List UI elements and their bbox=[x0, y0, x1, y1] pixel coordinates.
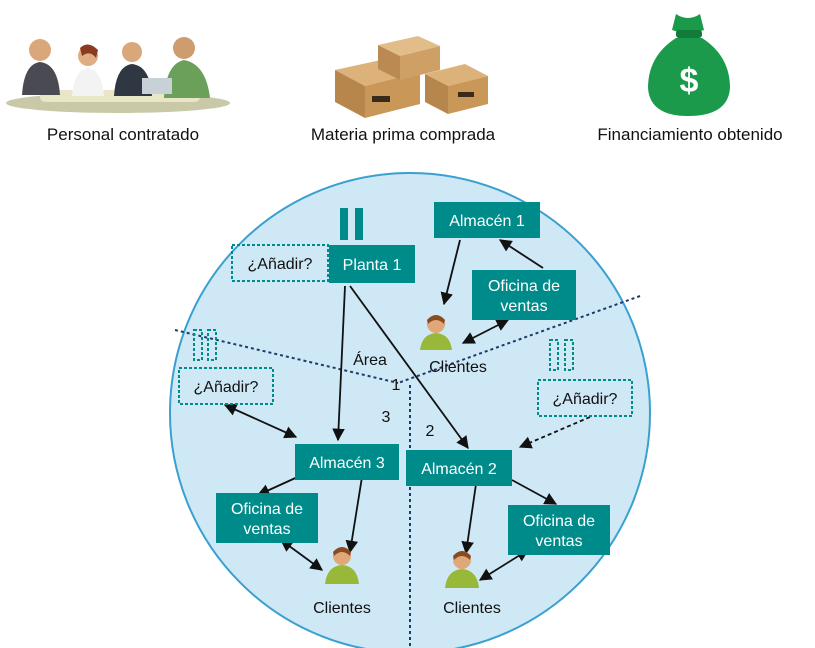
area-label: Área bbox=[353, 350, 387, 369]
candidate-label: ¿Añadir? bbox=[553, 391, 618, 408]
flow-arrows bbox=[223, 239, 591, 581]
candidate-label: ¿Añadir? bbox=[194, 379, 259, 396]
business-people-icon bbox=[6, 37, 230, 113]
area-number-1: 1 bbox=[392, 377, 401, 394]
candidate-plant-top: ¿Añadir? bbox=[231, 244, 329, 282]
sales-office-line2: ventas bbox=[243, 521, 290, 538]
money-bag-icon bbox=[648, 14, 730, 116]
customer-icon bbox=[325, 547, 359, 584]
area-number-2: 2 bbox=[426, 423, 435, 440]
chimney-icon bbox=[340, 208, 348, 240]
sales-office-line2: ventas bbox=[500, 298, 547, 315]
sales-office-line1: Oficina de bbox=[523, 513, 595, 530]
customers-label: Clientes bbox=[313, 600, 371, 617]
resource-label-materia: Materia prima comprada bbox=[311, 125, 496, 144]
customer-icon bbox=[445, 551, 479, 588]
plant-1: Planta 1 bbox=[329, 208, 415, 283]
dollar-sign: $ bbox=[680, 62, 699, 100]
customers-label: Clientes bbox=[443, 600, 501, 617]
candidate-plant-left: ¿Añadir? bbox=[178, 329, 274, 405]
chimney-icon bbox=[193, 329, 203, 361]
warehouse-2: Almacén 2 bbox=[406, 450, 512, 486]
candidate-label: ¿Añadir? bbox=[248, 256, 313, 273]
warehouse-3: Almacén 3 bbox=[295, 444, 399, 480]
plant-1-label: Planta 1 bbox=[343, 257, 402, 274]
chimney-icon bbox=[549, 339, 559, 371]
chimney-icon bbox=[564, 339, 574, 371]
sales-office-2: Oficina de ventas bbox=[508, 505, 610, 555]
warehouse-2-label: Almacén 2 bbox=[421, 461, 497, 478]
candidate-plant-right: ¿Añadir? bbox=[537, 339, 633, 417]
chimney-icon bbox=[207, 329, 217, 361]
sales-office-line2: ventas bbox=[535, 533, 582, 550]
sales-office-1: Oficina de ventas bbox=[472, 270, 576, 320]
warehouse-3-label: Almacén 3 bbox=[309, 455, 385, 472]
warehouse-1: Almacén 1 bbox=[434, 202, 540, 238]
sales-office-line1: Oficina de bbox=[231, 501, 303, 518]
resource-label-personal: Personal contratado bbox=[47, 125, 199, 144]
area-divider-left bbox=[174, 329, 399, 384]
area-divider-right bbox=[397, 295, 641, 384]
sales-office-3: Oficina de ventas bbox=[216, 493, 318, 543]
area-number-3: 3 bbox=[382, 409, 391, 426]
customers-label: Clientes bbox=[429, 359, 487, 376]
sales-office-line1: Oficina de bbox=[488, 278, 560, 295]
warehouse-1-label: Almacén 1 bbox=[449, 213, 525, 230]
resource-label-financiamiento: Financiamiento obtenido bbox=[597, 125, 782, 144]
boxes-icon bbox=[335, 36, 488, 118]
chimney-icon bbox=[355, 208, 363, 240]
customer-icon bbox=[420, 315, 452, 350]
